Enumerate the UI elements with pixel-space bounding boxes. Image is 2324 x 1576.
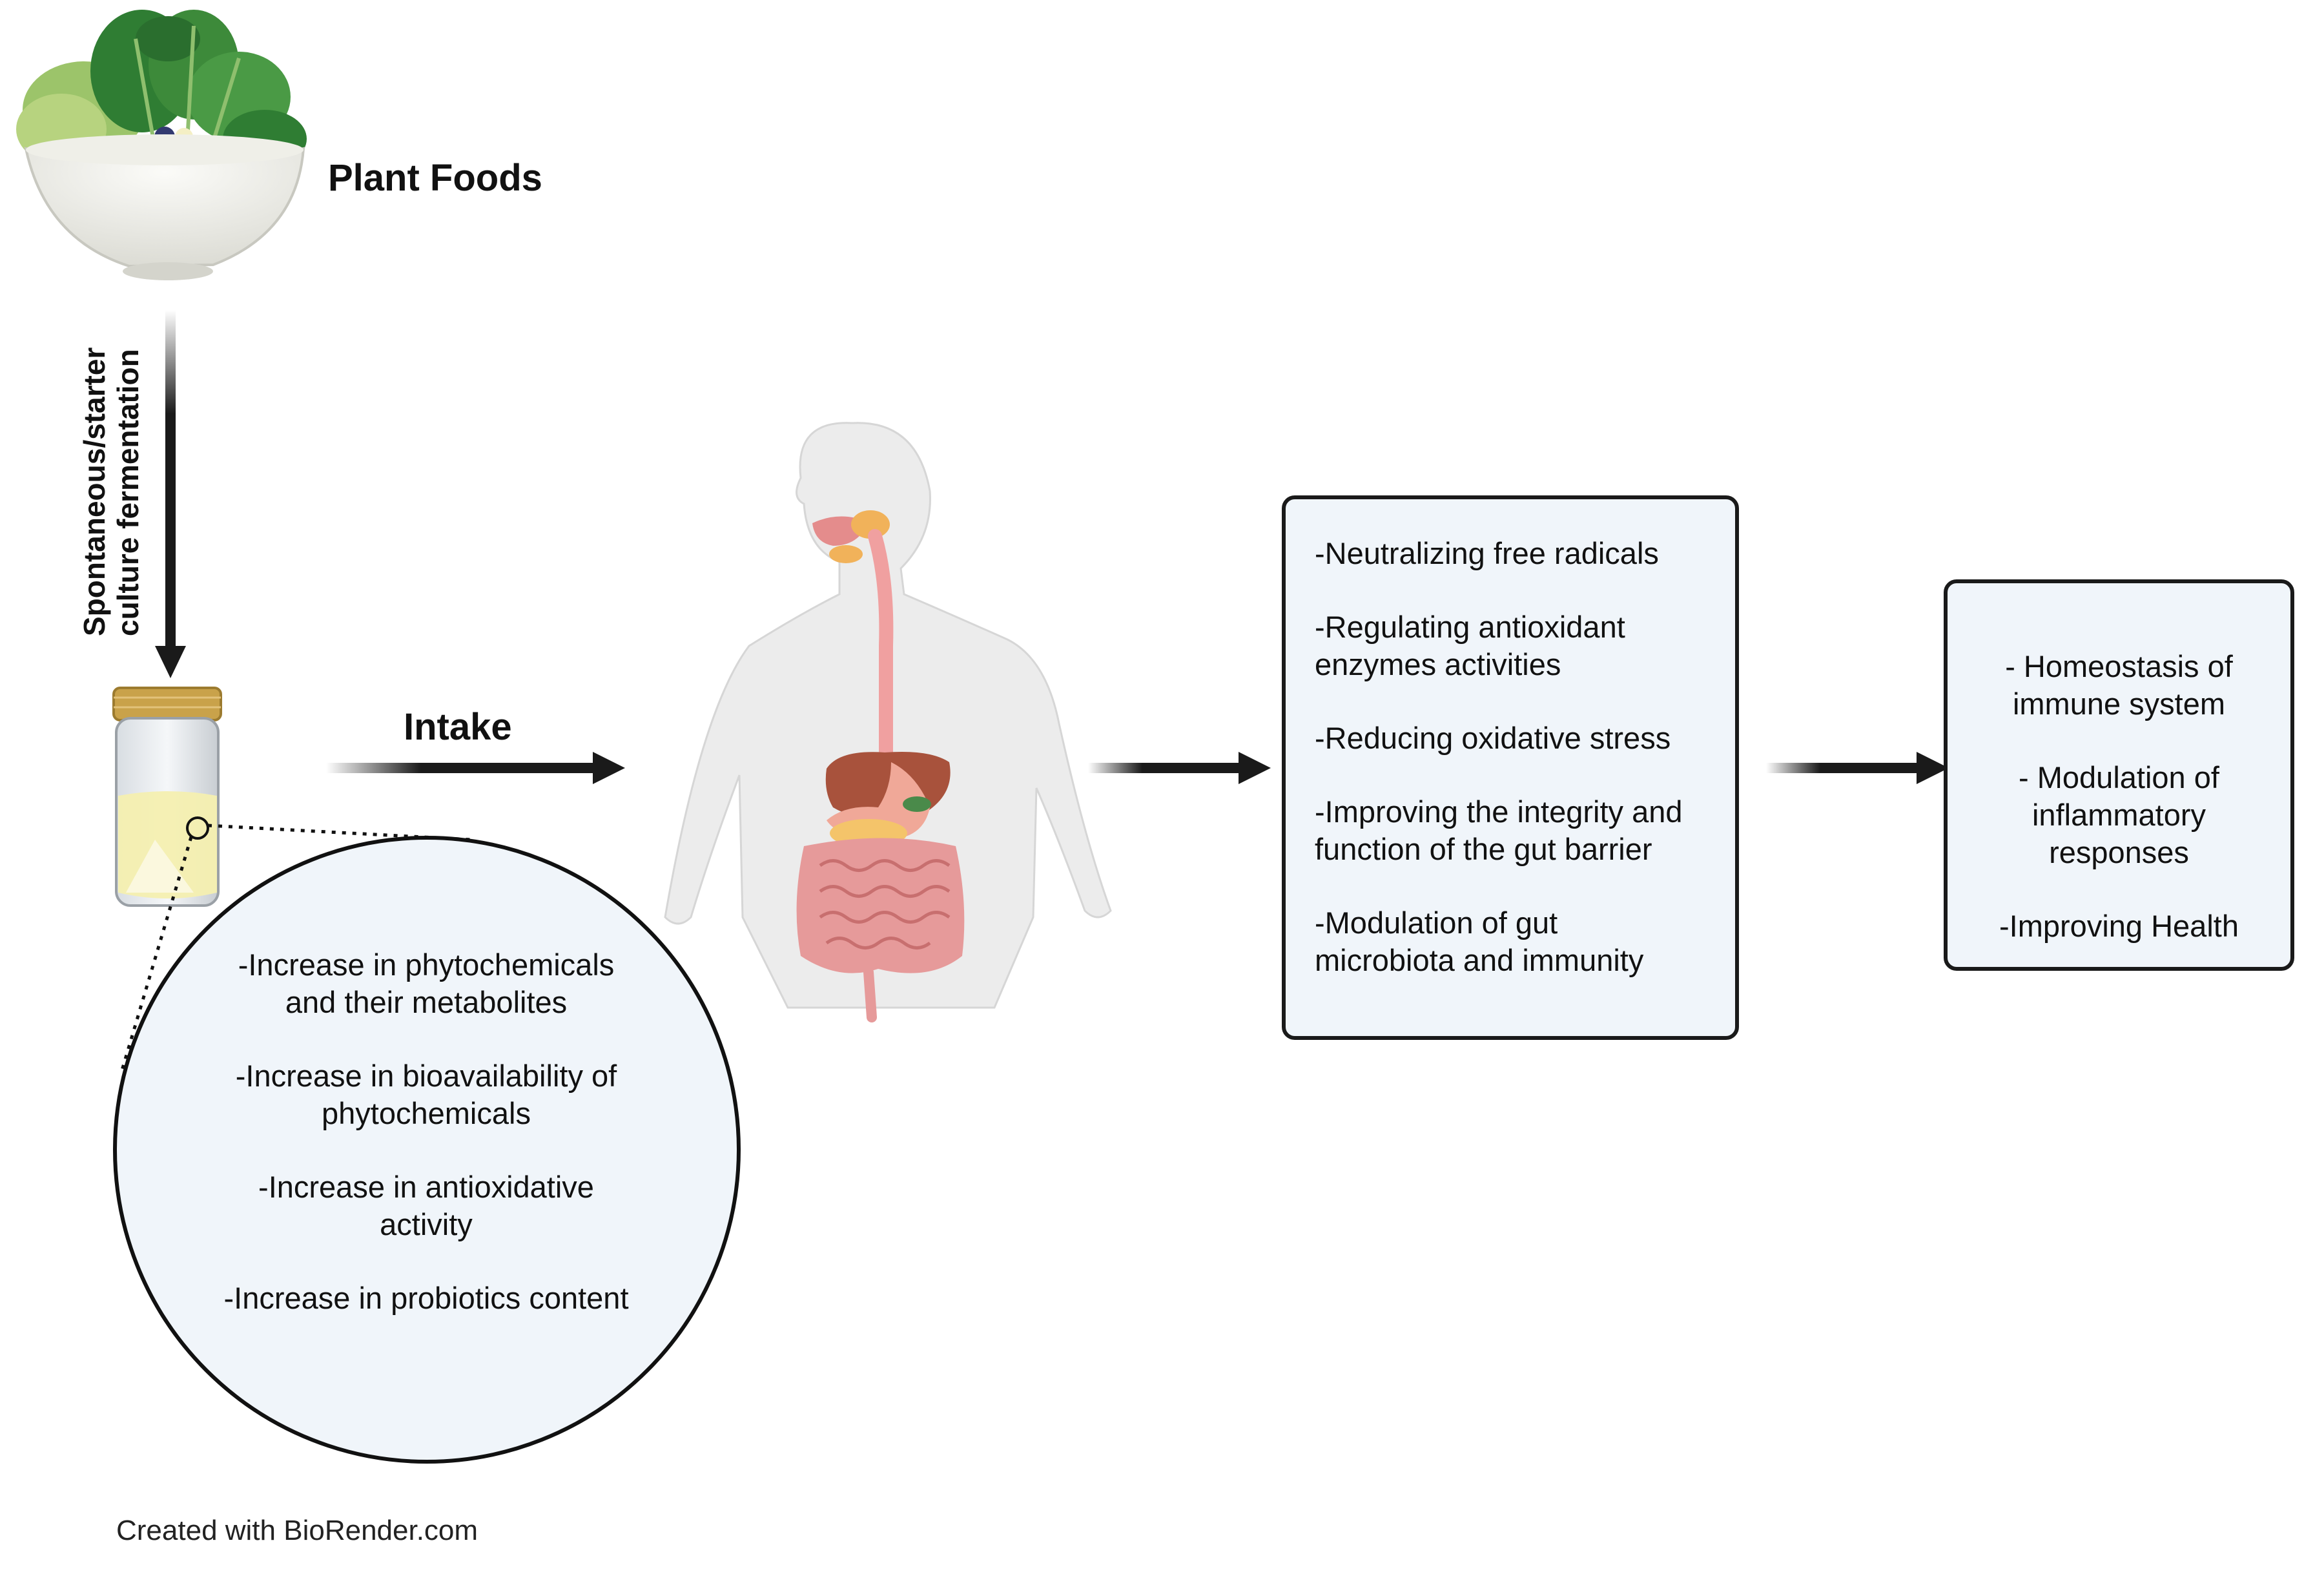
- fermentation-label: Spontaneous/starter culture fermentation: [77, 347, 145, 636]
- effects-box: -Neutralizing free radicals -Regulating …: [1282, 495, 1739, 1040]
- effects-item: -Regulating antioxidant enzymes activiti…: [1315, 610, 1625, 681]
- circle-item: -Increase in bioavailability of phytoche…: [235, 1059, 617, 1130]
- outcome-item: -Improving Health: [1999, 909, 2239, 943]
- human-digestive-system-icon: [664, 422, 1112, 1022]
- plant-foods-label: Plant Foods: [328, 157, 542, 199]
- benefits-circle: [113, 836, 741, 1464]
- arrow-to-outcomes: [1766, 752, 1949, 784]
- circle-item: -Increase in probiotics content: [223, 1281, 629, 1315]
- fermentation-label-line1: Spontaneous/starter: [77, 347, 111, 636]
- effects-item: -Neutralizing free radicals: [1315, 536, 1659, 570]
- fermentation-arrow: [155, 310, 186, 678]
- intake-label: Intake: [404, 706, 512, 748]
- salad-bowl-icon: [16, 10, 307, 280]
- fermentation-label-line2: culture fermentation: [111, 349, 145, 636]
- footer-credit: Created with BioRender.com: [116, 1515, 478, 1546]
- circle-item: -Increase in antioxidative activity: [258, 1170, 594, 1241]
- intake-arrow: [326, 752, 625, 784]
- circle-benefits-list: -Increase in phytochemicals and their me…: [168, 946, 684, 1353]
- circle-item: -Increase in phytochemicals and their me…: [238, 948, 615, 1019]
- arrow-to-effects: [1088, 752, 1271, 784]
- effects-item: -Improving the integrity and function of…: [1315, 794, 1683, 866]
- outcome-box: - Homeostasis of immune system - Modulat…: [1944, 579, 2294, 971]
- effects-item: -Modulation of gut microbiota and immuni…: [1315, 906, 1644, 977]
- outcome-item: - Homeostasis of immune system: [2005, 649, 2233, 721]
- effects-item: -Reducing oxidative stress: [1315, 721, 1671, 755]
- outcome-item: - Modulation of inflammatory responses: [2019, 760, 2219, 869]
- ferment-jar-icon: [112, 687, 222, 907]
